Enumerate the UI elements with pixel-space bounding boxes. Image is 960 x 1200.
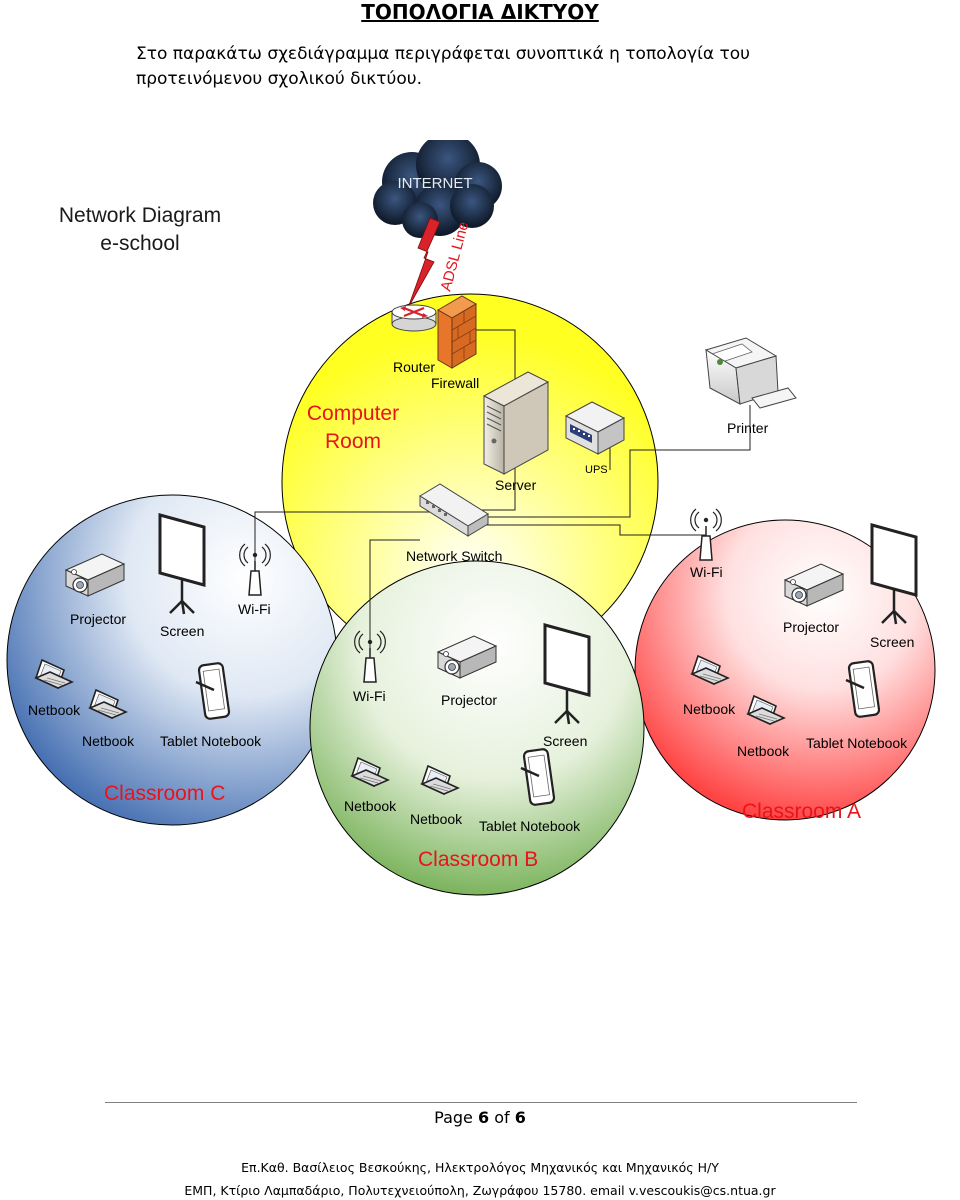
- classroom-b-netbook1-label: Netbook: [344, 798, 397, 814]
- firewall-icon: [437, 295, 477, 369]
- footer-author-line: Επ.Καθ. Βασίλειος Βεσκούκης, Ηλεκτρολόγο…: [241, 1160, 719, 1175]
- classroom-a-projector-label: Projector: [783, 619, 839, 635]
- computer-room-label-line2: Room: [325, 430, 381, 453]
- ups-icon: [564, 401, 626, 455]
- footer-divider: [105, 1102, 857, 1103]
- classroom-c-netbook2-label: Netbook: [82, 733, 135, 749]
- footer-address-line: ΕΜΠ, Κτίριο Λαμπαδάριο, Πολυτεχνειούπολη…: [184, 1183, 776, 1198]
- router-label: Router: [393, 359, 435, 375]
- lightning-bolt-icon: [407, 217, 441, 309]
- server-icon: [482, 371, 550, 475]
- classroom-c-projector-label: Projector: [70, 611, 126, 627]
- classroom-c-label: Classroom C: [104, 782, 225, 805]
- internet-label: INTERNET: [398, 175, 473, 192]
- classroom-b-netbook2-label: Netbook: [410, 811, 463, 827]
- classroom-b-tablet-label: Tablet Notebook: [479, 818, 581, 834]
- page-number: Page 6 of 6: [0, 1108, 960, 1127]
- classroom-b-projector-label: Projector: [441, 692, 497, 708]
- classroom-a-netbook2-label: Netbook: [737, 743, 790, 759]
- classroom-b-label: Classroom B: [418, 848, 538, 871]
- classroom-c-netbook1-label: Netbook: [28, 702, 81, 718]
- classroom-c-wifi-label: Wi-Fi: [238, 601, 271, 617]
- classroom-a-tablet-label: Tablet Notebook: [806, 735, 908, 751]
- classroom-c-tablet-label: Tablet Notebook: [160, 733, 262, 749]
- classroom-a-wifi-label: Wi-Fi: [690, 564, 723, 580]
- classroom-a-label: Classroom A: [742, 800, 861, 823]
- internet-cloud: INTERNET: [373, 140, 502, 238]
- classroom-a-screen-label: Screen: [870, 634, 914, 650]
- page-word: Page: [434, 1108, 473, 1127]
- intro-paragraph: Στο παρακάτω σχεδιάγραμμα περιγράφεται σ…: [136, 44, 750, 89]
- page-current: 6: [477, 1108, 490, 1127]
- classroom-c-screen-label: Screen: [160, 623, 204, 639]
- classroom-a-netbook1-label: Netbook: [683, 701, 736, 717]
- classroom-b-wifi-label: Wi-Fi: [353, 688, 386, 704]
- ups-label: UPS: [585, 464, 608, 476]
- diagram-title-line1: Network Diagram: [59, 204, 221, 227]
- printer-icon: [704, 337, 797, 409]
- network-switch-label: Network Switch: [406, 548, 502, 564]
- server-label: Server: [495, 477, 537, 493]
- document-title: ΤΟΠΟΛΟΓΙΑ ΔΙΚΤΥΟΥ: [361, 0, 599, 24]
- page-total: 6: [514, 1108, 526, 1127]
- page-of: of: [494, 1108, 510, 1127]
- diagram-title-line2: e-school: [100, 232, 179, 255]
- classroom-b-zone: [309, 560, 645, 896]
- classroom-a-zone: [634, 519, 936, 821]
- network-switch-icon: [419, 483, 489, 537]
- firewall-label: Firewall: [431, 375, 479, 391]
- computer-room-label-line1: Computer: [307, 402, 399, 425]
- router-icon: [391, 304, 437, 332]
- classroom-b-screen-label: Screen: [543, 733, 587, 749]
- network-diagram: INTERNET ADSL Line Router Firewall: [6, 140, 936, 896]
- printer-label: Printer: [727, 420, 769, 436]
